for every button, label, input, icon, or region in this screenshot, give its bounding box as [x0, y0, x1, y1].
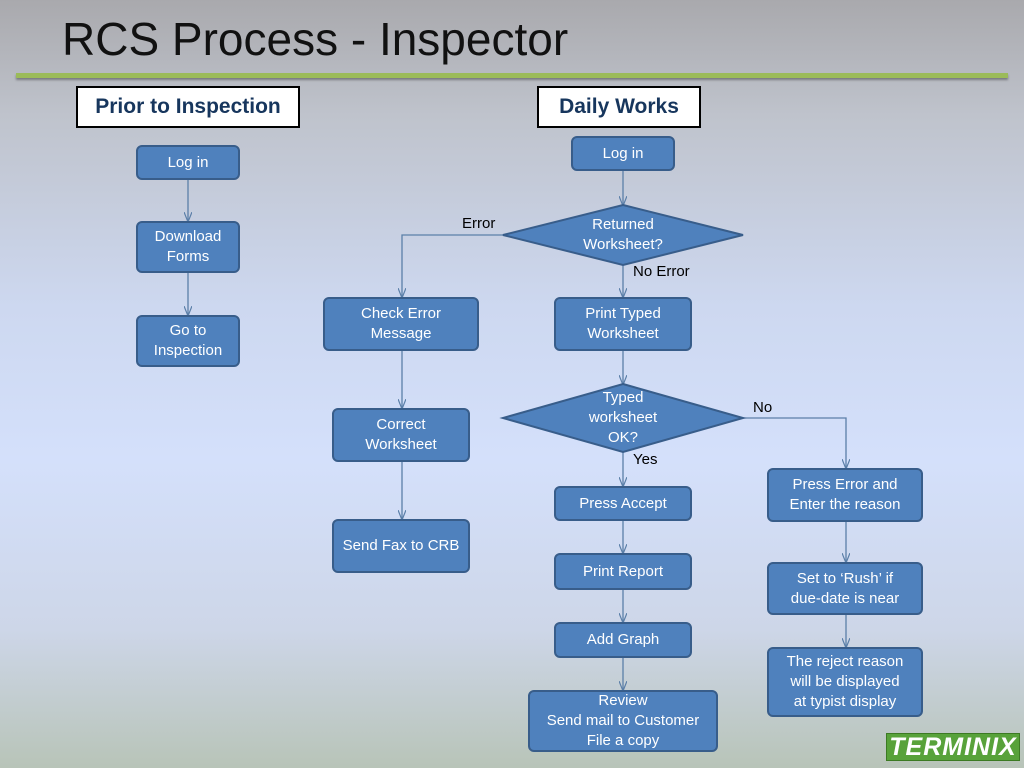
edge-label-error: Error — [462, 215, 496, 232]
press-error-box: Press Error and Enter the reason — [767, 468, 923, 522]
send-fax-box: Send Fax to CRB — [332, 519, 470, 573]
terminix-logo: TERMINIX — [886, 733, 1020, 761]
page-title: RCS Process - Inspector — [62, 13, 569, 65]
connector-returned-check-error — [402, 234, 503, 297]
diamond-typed-worksheet-ok — [499, 382, 747, 454]
title-divider — [16, 73, 1008, 78]
edge-label-yes: Yes — [633, 451, 658, 468]
edge-label-no: No — [753, 399, 773, 416]
diamond-returned-label: Returned Worksheet? — [583, 216, 663, 253]
header-daily-works: Daily Works — [537, 86, 701, 128]
reject-reason-box: The reject reason will be displayed at t… — [767, 647, 923, 717]
print-typed-worksheet-box: Print Typed Worksheet — [554, 297, 692, 351]
connector-ok-press-error — [743, 417, 846, 468]
prior-download-forms-box: Download Forms — [136, 221, 240, 273]
diamond-typed-ok-label: Typed worksheet OK? — [588, 389, 658, 446]
prior-go-to-inspection-box: Go to Inspection — [136, 315, 240, 367]
check-error-message-box: Check Error Message — [323, 297, 479, 351]
review-box: Review Send mail to Customer File a copy — [528, 690, 718, 752]
correct-worksheet-box: Correct Worksheet — [332, 408, 470, 462]
set-rush-box: Set to ‘Rush’ if due-date is near — [767, 562, 923, 615]
press-accept-box: Press Accept — [554, 486, 692, 521]
diamond-returned-worksheet — [502, 203, 744, 267]
daily-login-box: Log in — [571, 136, 675, 171]
prior-login-box: Log in — [136, 145, 240, 180]
header-prior-to-inspection: Prior to Inspection — [76, 86, 300, 128]
print-report-box: Print Report — [554, 553, 692, 590]
edge-label-no-error: No Error — [633, 263, 690, 280]
add-graph-box: Add Graph — [554, 622, 692, 658]
